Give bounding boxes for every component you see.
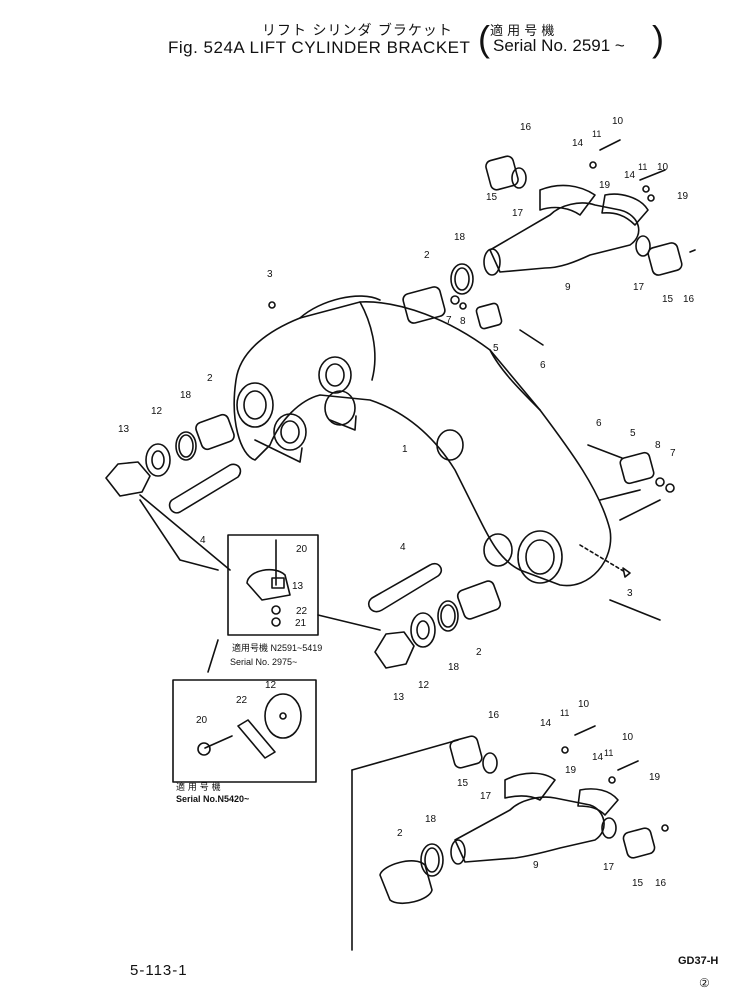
serial-number: Serial No. 2591 ~ xyxy=(493,36,625,55)
callout-2: 2 xyxy=(207,373,213,384)
callout-14: 14 xyxy=(572,138,584,149)
callout-8: 8 xyxy=(655,440,661,451)
right-block-parts xyxy=(587,444,675,578)
callout-15: 15 xyxy=(632,878,644,889)
callout-16: 16 xyxy=(683,294,695,305)
left-pin-stack xyxy=(105,413,242,571)
callout-20: 20 xyxy=(196,715,208,726)
callout-6: 6 xyxy=(540,360,546,371)
callout-8: 8 xyxy=(460,316,466,327)
inset-upper-serial-en: Serial No. 2975~ xyxy=(230,657,297,667)
callout-14: 14 xyxy=(624,170,636,181)
callout-13: 13 xyxy=(118,424,130,435)
callout-19: 19 xyxy=(677,191,689,202)
inset-lower-serial-en: Serial No.N5420~ xyxy=(176,794,249,804)
lower-pin-stack xyxy=(367,562,502,669)
upper-yoke-assembly xyxy=(483,139,696,276)
callout-10: 10 xyxy=(578,699,590,710)
callout-9: 9 xyxy=(533,860,539,871)
inset-lower-serial-jp: 適 用 号 機 xyxy=(176,781,221,793)
callout-18: 18 xyxy=(448,662,460,673)
inset-box-lower xyxy=(172,639,317,783)
callout-16: 16 xyxy=(488,710,500,721)
callout-14: 14 xyxy=(540,718,552,729)
callout-5: 5 xyxy=(630,428,636,439)
callout-10: 10 xyxy=(657,162,669,173)
callout-13: 13 xyxy=(393,692,405,703)
callout-20: 20 xyxy=(296,544,308,555)
callout-17: 17 xyxy=(480,791,492,802)
callout-19: 19 xyxy=(565,765,577,776)
revision-mark: ② xyxy=(699,976,710,990)
callout-14: 14 xyxy=(592,752,604,763)
left-parenthesis: ( xyxy=(478,18,490,59)
callout-16: 16 xyxy=(520,122,532,133)
callout-19: 19 xyxy=(649,772,661,783)
callout-4: 4 xyxy=(200,535,206,546)
callout-3: 3 xyxy=(267,269,273,280)
callout-18: 18 xyxy=(454,232,466,243)
callout-7: 7 xyxy=(446,315,452,326)
model-code: GD37-H xyxy=(678,955,719,967)
callout-18: 18 xyxy=(425,814,437,825)
callout-19: 19 xyxy=(599,180,611,191)
callout-17: 17 xyxy=(633,282,645,293)
callout-12: 12 xyxy=(418,680,430,691)
callout-9: 9 xyxy=(565,282,571,293)
callout-15: 15 xyxy=(662,294,674,305)
callout-16: 16 xyxy=(655,878,667,889)
callout-2: 2 xyxy=(476,647,482,658)
callout-21: 21 xyxy=(295,618,307,629)
callout-3: 3 xyxy=(627,588,633,599)
title-japanese: リフト シリンダ ブラケット xyxy=(262,23,453,39)
callout-6: 6 xyxy=(596,418,602,429)
callout-22: 22 xyxy=(296,606,308,617)
right-parenthesis: ) xyxy=(652,18,664,59)
serial-japanese: 適 用 号 機 xyxy=(490,24,555,39)
callout-12: 12 xyxy=(265,680,277,691)
callout-15: 15 xyxy=(486,192,498,203)
lower-yoke-assembly xyxy=(351,725,669,951)
lift-cylinder-bracket xyxy=(233,295,661,621)
callout-2: 2 xyxy=(424,250,430,261)
inset-upper-serial-jp: 適用号機 N2591~5419 xyxy=(232,642,322,653)
callout-10: 10 xyxy=(622,732,634,743)
callout-labels: 1 2 2 2 2 3 3 4 4 5 5 6 6 7 7 8 8 9 9 10… xyxy=(118,116,695,889)
inset-box-upper xyxy=(139,499,381,636)
callout-1: 1 xyxy=(402,444,408,455)
callout-11: 11 xyxy=(560,708,569,718)
callout-2: 2 xyxy=(397,828,403,839)
callout-5: 5 xyxy=(493,343,499,354)
upper-bushing-parts xyxy=(268,263,544,346)
figure-title: Fig. 524A LIFT CYLINDER BRACKET xyxy=(168,38,471,57)
callout-4: 4 xyxy=(400,542,406,553)
callout-13: 13 xyxy=(292,581,304,592)
callout-11: 11 xyxy=(604,748,613,758)
callout-17: 17 xyxy=(512,208,524,219)
callout-17: 17 xyxy=(603,862,615,873)
page-number: 5-113-1 xyxy=(130,962,188,979)
callout-11: 11 xyxy=(592,129,601,139)
callout-7: 7 xyxy=(670,448,676,459)
callout-11: 11 xyxy=(638,162,647,172)
callout-12: 12 xyxy=(151,406,163,417)
callout-10: 10 xyxy=(612,116,624,127)
callout-15: 15 xyxy=(457,778,469,789)
callout-22: 22 xyxy=(236,695,248,706)
callout-18: 18 xyxy=(180,390,192,401)
